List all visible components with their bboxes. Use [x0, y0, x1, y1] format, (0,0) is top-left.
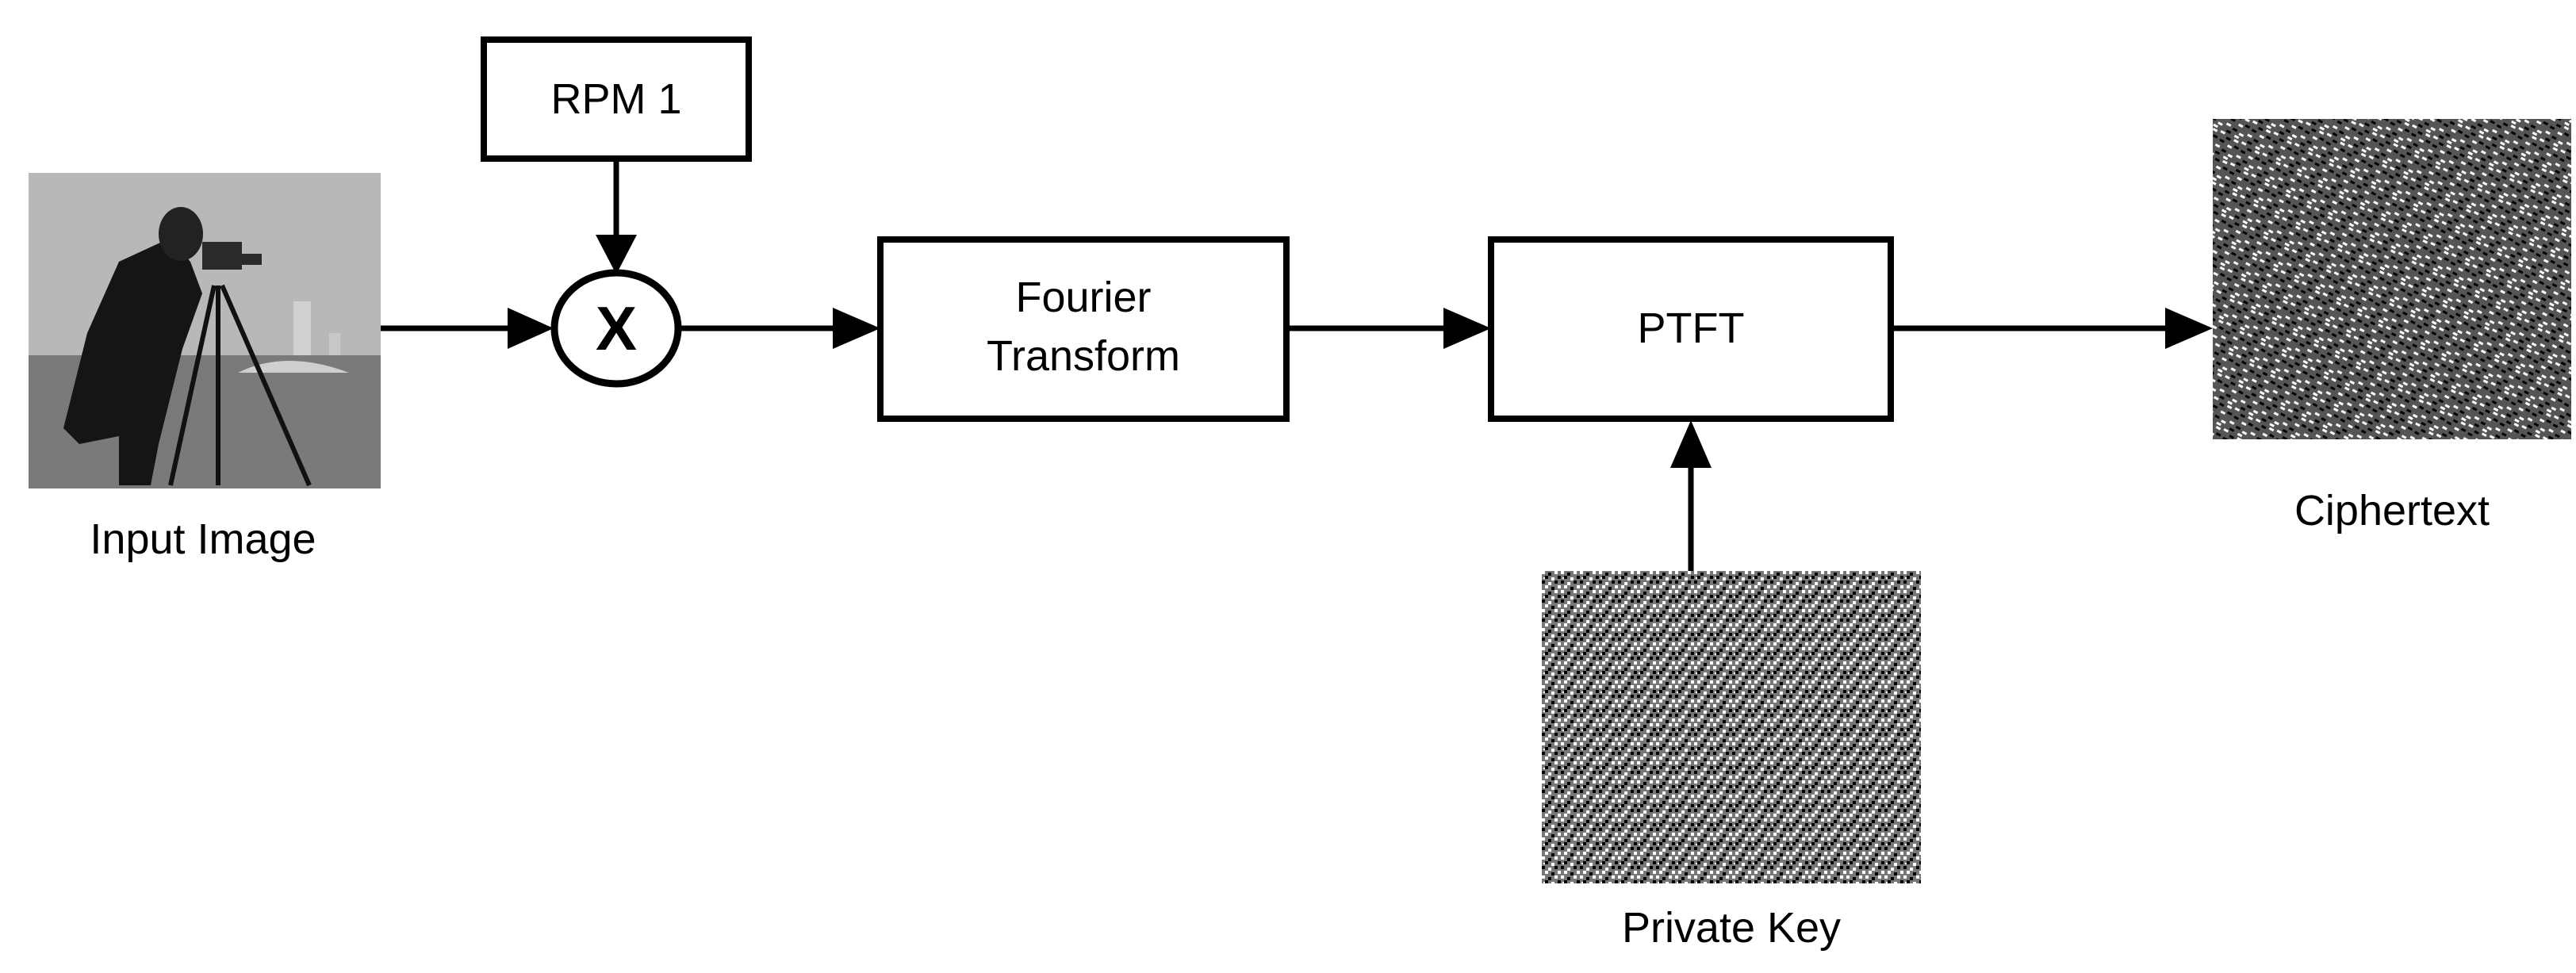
fourier-label-line1: Fourier — [1015, 274, 1151, 321]
rpm-label: RPM 1 — [550, 75, 681, 123]
ciphertext-label: Ciphertext — [2294, 487, 2490, 534]
input-image — [29, 173, 381, 488]
private-key-image — [1542, 571, 1921, 883]
multiplier-node — [550, 269, 682, 388]
arrowhead-rpm — [596, 235, 637, 274]
input-image-label: Input Image — [90, 515, 316, 563]
arrowhead-ptft — [1443, 308, 1491, 349]
arrowhead-ciphertext — [2165, 308, 2213, 349]
arrowhead-input — [508, 308, 554, 349]
fourier-transform-box — [877, 236, 1290, 422]
arrowhead-fourier — [833, 308, 880, 349]
rpm-box — [481, 36, 752, 162]
private-key-label: Private Key — [1622, 904, 1841, 952]
arrowhead-key — [1670, 420, 1712, 468]
ptft-label: PTFT — [1638, 305, 1745, 352]
multiply-symbol: X — [596, 293, 637, 363]
fourier-label-line2: Transform — [987, 332, 1180, 380]
ciphertext-image — [2213, 119, 2571, 439]
ptft-box — [1488, 236, 1894, 422]
